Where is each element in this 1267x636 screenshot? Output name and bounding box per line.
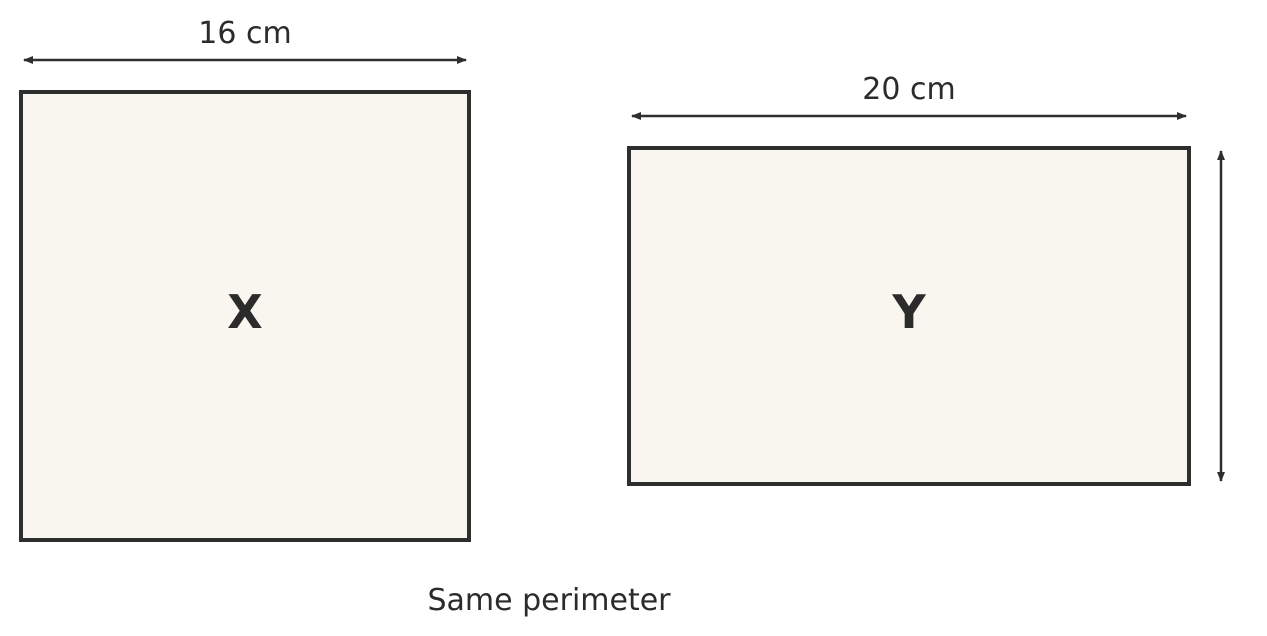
caption: Same perimeter [427, 583, 671, 618]
rectangle-y [627, 146, 1191, 486]
width-label-x: 16 cm [198, 16, 291, 51]
width-label-y: 20 cm [862, 72, 955, 107]
shape-label-y: Y [891, 285, 926, 339]
shape-label-x: X [227, 285, 262, 339]
square-x [19, 90, 471, 542]
